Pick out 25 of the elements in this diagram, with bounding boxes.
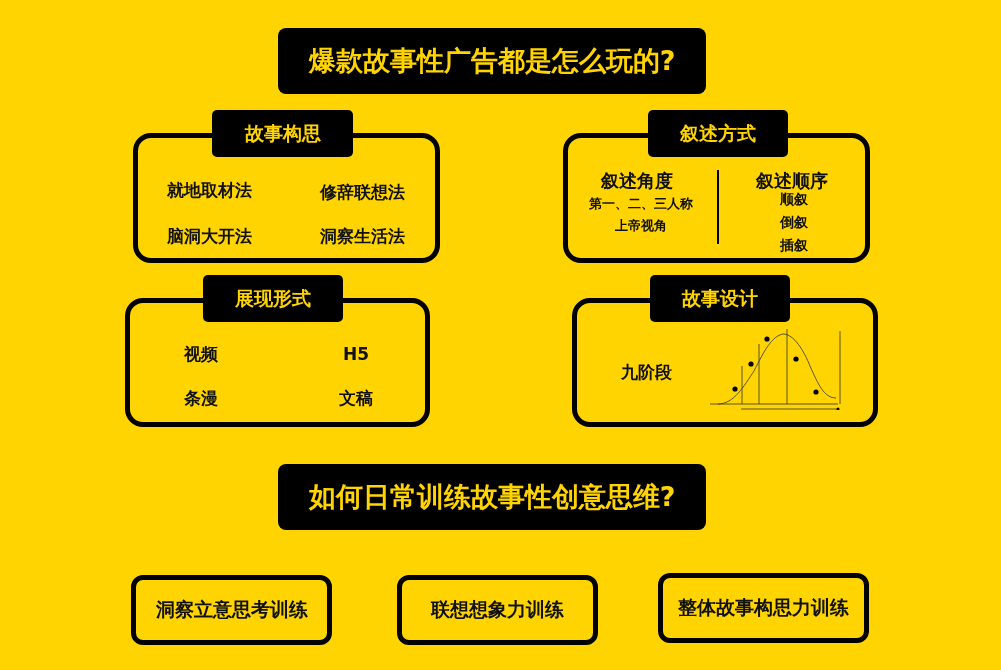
- item-text: 第一、二、三人称: [589, 195, 693, 213]
- item-text: 插叙: [780, 237, 808, 255]
- item-text: 倒叙: [780, 214, 808, 232]
- item-text: 修辞联想法: [319, 180, 405, 204]
- item-text: 条漫: [184, 386, 218, 410]
- heading-banner: 如何日常训练故事性创意思维?: [278, 464, 706, 530]
- item-text: 视频: [184, 342, 218, 366]
- heading-tab: 展现形式: [203, 275, 343, 322]
- heading-tab: 故事构思: [212, 110, 353, 157]
- heading-tab: 故事设计: [650, 275, 790, 322]
- item-text: 上帝视角: [615, 217, 667, 235]
- item-text: 叙述顺序: [756, 169, 828, 192]
- item-text: 九阶段: [620, 360, 672, 384]
- item-text: 叙述角度: [601, 169, 673, 193]
- item-text: H5: [342, 344, 370, 364]
- heading-banner: 爆款故事性广告都是怎么玩的?: [278, 28, 706, 94]
- item-text: 就地取材法: [166, 178, 252, 202]
- heading-tab: 叙述方式: [648, 110, 788, 157]
- item-text: 顺叙: [780, 191, 808, 209]
- item-text: 脑洞大开法: [166, 224, 252, 248]
- item-text: 文稿: [339, 386, 373, 410]
- training-box: 洞察立意思考训练: [131, 575, 332, 645]
- training-box: 整体故事构思力训练: [658, 573, 869, 643]
- training-box: 联想想象力训练: [397, 575, 598, 645]
- item-text: 洞察生活法: [319, 224, 405, 248]
